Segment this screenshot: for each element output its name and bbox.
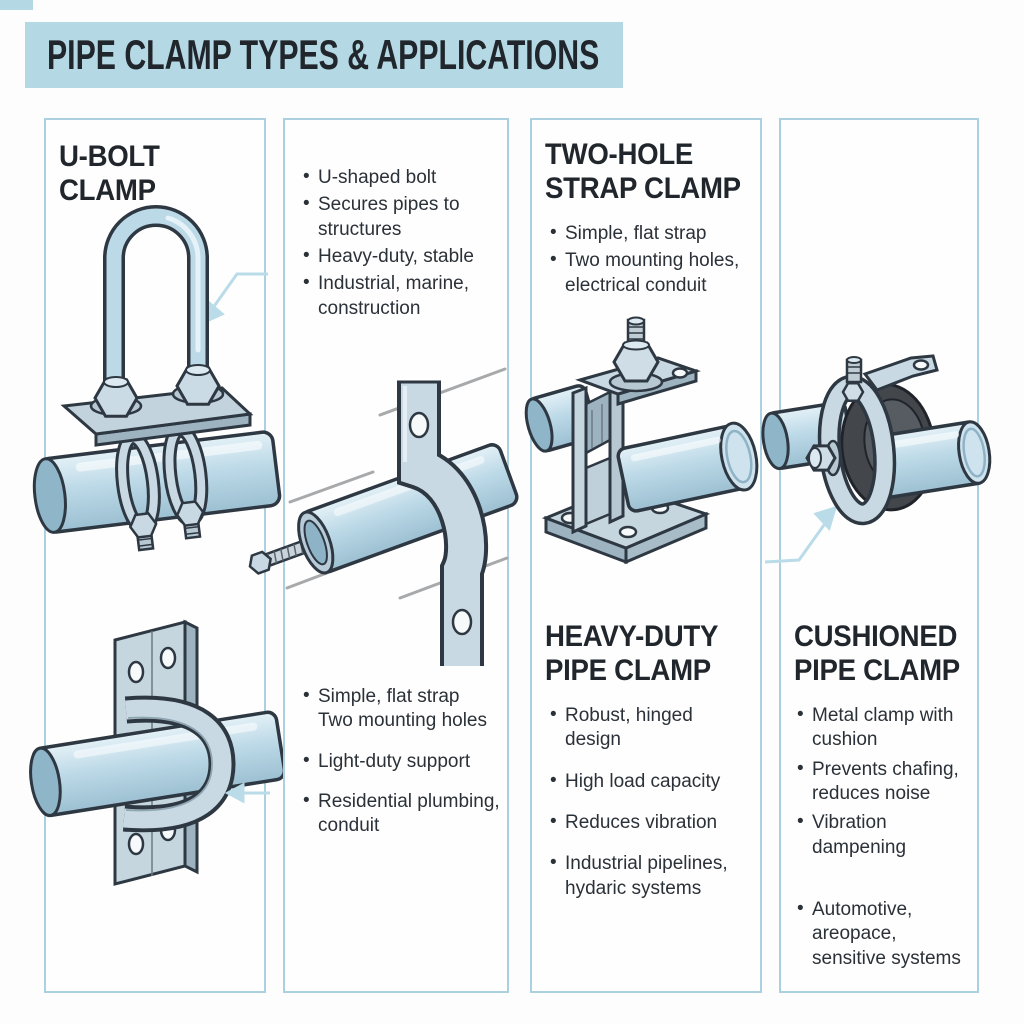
clamp-frame [571, 374, 625, 535]
list-item: Simple, flat strap Two mounting holes [301, 684, 506, 734]
cushioned-feature-list: Metal clamp with cushion Prevents chafin… [795, 703, 985, 976]
list-item: U-shaped bolt [301, 165, 506, 190]
panel3-heading-top: TWO-HOLE STRAP CLAMP [545, 138, 741, 205]
hex-nuts [89, 364, 225, 418]
list-item: Two mounting holes, electrical conduit [548, 248, 753, 298]
title-bar: PIPE CLAMP TYPES & APPLICATIONS [25, 22, 623, 88]
list-item: Heavy-duty, stable [301, 244, 506, 269]
list-item: Light-duty support [301, 749, 506, 774]
panel3-heading-bottom: HEAVY-DUTY PIPE CLAMP [545, 620, 719, 687]
list-item: Residential plumbing, conduit [301, 789, 506, 839]
panel1-heading: U-BOLT CLAMP [59, 140, 160, 207]
annotation-arrow-icon [199, 272, 268, 326]
list-item: Reduces vibration [548, 810, 753, 835]
cushioned-clamp-illustration [761, 354, 992, 564]
list-item: Industrial pipelines, hydaric systems [548, 851, 753, 901]
list-item: Simple, flat strap [548, 221, 753, 246]
list-item: Industrial, marine, construction [301, 271, 506, 321]
heavy-duty-clamp-illustration [524, 316, 759, 565]
annotation-arrow-icon [764, 505, 838, 564]
u-bolt-clamp-illustration [32, 205, 282, 552]
panel-u-bolt-details: U-shaped bolt Secures pipes to structure… [248, 118, 519, 993]
panel4-heading: CUSHIONED PIPE CLAMP [794, 620, 960, 687]
stud-bolts [128, 500, 205, 552]
strap-arch [122, 695, 236, 833]
mounted-strap-clamp-illustration [29, 619, 287, 886]
flat-strap-clamp-illustration [248, 367, 519, 666]
two-hole-feature-list: Simple, flat strap Two mounting holes, e… [548, 221, 753, 301]
pipe [32, 423, 282, 552]
strap-feature-list: Simple, flat strap Two mounting holes Li… [301, 684, 506, 855]
panel-two-hole-strap: TWO-HOLE STRAP CLAMP Simple, flat strap … [524, 118, 762, 993]
u-bolt [103, 205, 209, 402]
list-item: Prevents chafing, reduces noise [795, 757, 985, 807]
list-item: Vibration dampening [795, 810, 985, 860]
panel-u-bolt-clamp: U-BOLT CLAMP [29, 118, 287, 993]
top-bolt [608, 316, 664, 393]
top-bracket [841, 354, 939, 402]
list-item: Secures pipes to structures [301, 192, 506, 242]
flat-strap [397, 380, 489, 666]
u-bolt-feature-list: U-shaped bolt Secures pipes to structure… [301, 165, 506, 324]
pipe-main [616, 421, 759, 513]
list-item: Metal clamp with cushion [795, 703, 985, 753]
list-item: High load capacity [548, 769, 753, 794]
panel-cushioned-clamp: CUSHIONED PIPE CLAMP Metal clamp with cu… [761, 118, 992, 993]
annotation-arrow-icon [224, 782, 270, 804]
page-title: PIPE CLAMP TYPES & APPLICATIONS [47, 31, 600, 78]
corner-accent [0, 0, 33, 10]
list-item: Robust, hinged design [548, 703, 753, 753]
side-bolt [805, 439, 842, 477]
heavy-duty-feature-list: Robust, hinged design High load capacity… [548, 703, 753, 918]
pipe-main [871, 420, 992, 500]
list-item: Automotive, areopace, sensitive systems [795, 897, 985, 971]
